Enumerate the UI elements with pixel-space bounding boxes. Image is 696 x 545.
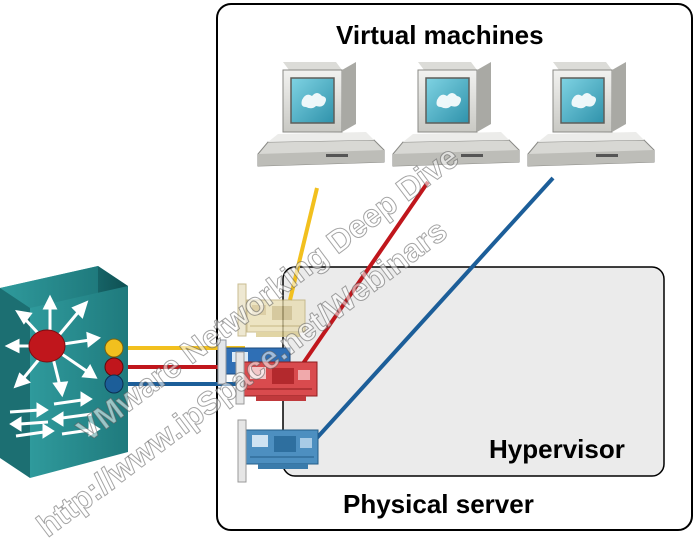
layer3-switch-icon — [0, 266, 128, 478]
nic-card-yellow — [237, 283, 306, 337]
physical-server-label: Physical server — [343, 489, 534, 519]
vm2-red-link — [300, 180, 430, 367]
vm1-yellow-link — [288, 187, 319, 301]
vm-computer-icon-1 — [257, 62, 385, 167]
port-blue — [104, 374, 124, 394]
port-red — [104, 357, 124, 377]
hypervisor-label: Hypervisor — [489, 434, 625, 464]
nic-card-blue — [237, 419, 319, 483]
vm-computer-icon-3 — [527, 62, 655, 167]
vm3-blue-link — [313, 176, 555, 442]
port-yellow — [104, 338, 124, 358]
nic-card-red — [235, 351, 318, 405]
vm-computer-icon-2 — [392, 62, 520, 167]
virtual-machines-label: Virtual machines — [336, 20, 544, 50]
